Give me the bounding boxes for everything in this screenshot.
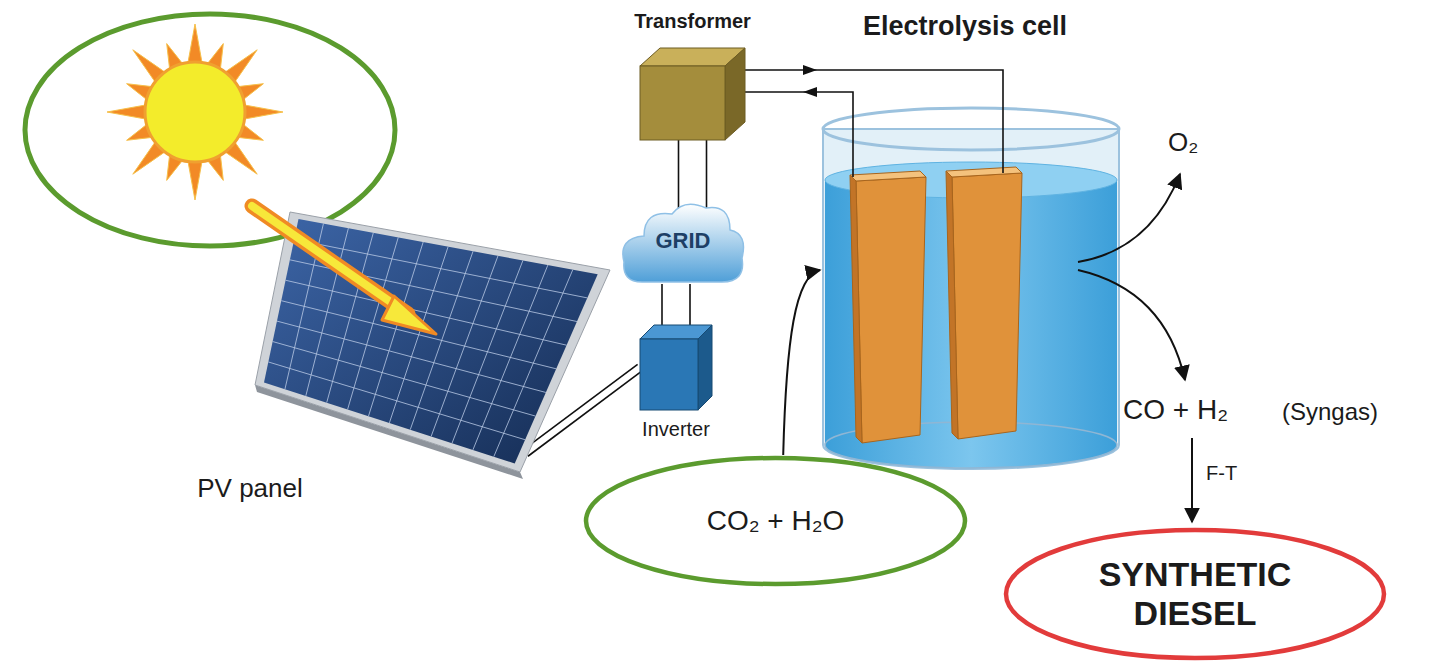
sunlight-arrow-head [382, 296, 436, 334]
wire [783, 270, 820, 455]
process-label: F-T [1206, 462, 1237, 485]
wire [706, 140, 708, 214]
return-wire [745, 87, 853, 105]
electrode-wire [1002, 105, 1004, 173]
syngas-arrow [1078, 270, 1185, 380]
arrowhead [803, 65, 817, 75]
wire [745, 92, 853, 105]
electrode-wire [852, 105, 854, 177]
node-label: Electrolysis cell [820, 11, 1110, 42]
sunlight-arrow-edge [252, 206, 408, 314]
sun-ray [188, 24, 202, 63]
electrolysis-cell-shape [820, 105, 1122, 475]
syngas-label: (Syngas) [1282, 398, 1378, 426]
cube-side [698, 325, 712, 410]
sun-disc [145, 62, 245, 162]
transformer-box: Transformer [640, 48, 745, 140]
node-label: Inverter [618, 418, 734, 441]
ellipse-outline [586, 458, 965, 584]
node-label: PV panel [160, 474, 340, 504]
transformer-box-shape [640, 48, 745, 140]
sun-ring [25, 14, 395, 246]
wire [661, 284, 663, 325]
sun-ray [188, 162, 202, 201]
cell-line [286, 280, 567, 345]
electrode-top [946, 167, 1022, 177]
syngas-formula: CO + H₂ [1123, 394, 1228, 426]
electrode-side [946, 171, 958, 439]
cell-line [273, 342, 536, 417]
product-ellipse: SYNTHETIC DIESEL [1003, 527, 1387, 661]
electrode-front [856, 177, 926, 443]
electrolysis-cell: Electrolysis cell [820, 105, 1122, 475]
feed-arrow [783, 270, 820, 455]
beaker-glass [823, 129, 1119, 469]
fischer-tropsch-arrow [1191, 438, 1193, 522]
sun-rays [107, 24, 283, 200]
cube-front [640, 339, 698, 410]
oxygen-arrow [1078, 174, 1180, 262]
node-label: CO₂ + H₂O [707, 505, 845, 537]
cell-line [268, 362, 525, 440]
cell-line [277, 321, 546, 392]
sunlight-arrow-shaft [252, 206, 408, 314]
electrode-front [952, 173, 1022, 439]
grid-cable [679, 140, 707, 214]
inverter-box: Inverter [640, 325, 712, 410]
wire [745, 70, 1003, 105]
grid-cable [662, 284, 690, 325]
supply-wire [745, 65, 1003, 105]
sun-ray [107, 105, 146, 119]
oxygen-label: O₂ [1168, 128, 1198, 158]
feedstock-ellipse: CO₂ + H₂O [583, 455, 968, 587]
cube-front [640, 66, 725, 140]
arrowhead [803, 87, 817, 97]
electrode-top [850, 171, 926, 181]
node-label: SYNTHETIC DIESEL [1065, 555, 1325, 633]
wire [678, 140, 680, 214]
node-label: Transformer [595, 10, 790, 33]
cube-side [725, 48, 745, 140]
ellipse-outline [1006, 530, 1384, 658]
cloud-outline [623, 204, 744, 282]
inverter-box-shape [640, 325, 712, 410]
sun-ray [245, 105, 284, 119]
node-label: GRID [656, 228, 711, 253]
wire [689, 284, 691, 325]
electrode-side [850, 175, 862, 443]
grid-cloud: GRID [620, 198, 746, 284]
beaker-rim [823, 108, 1119, 150]
